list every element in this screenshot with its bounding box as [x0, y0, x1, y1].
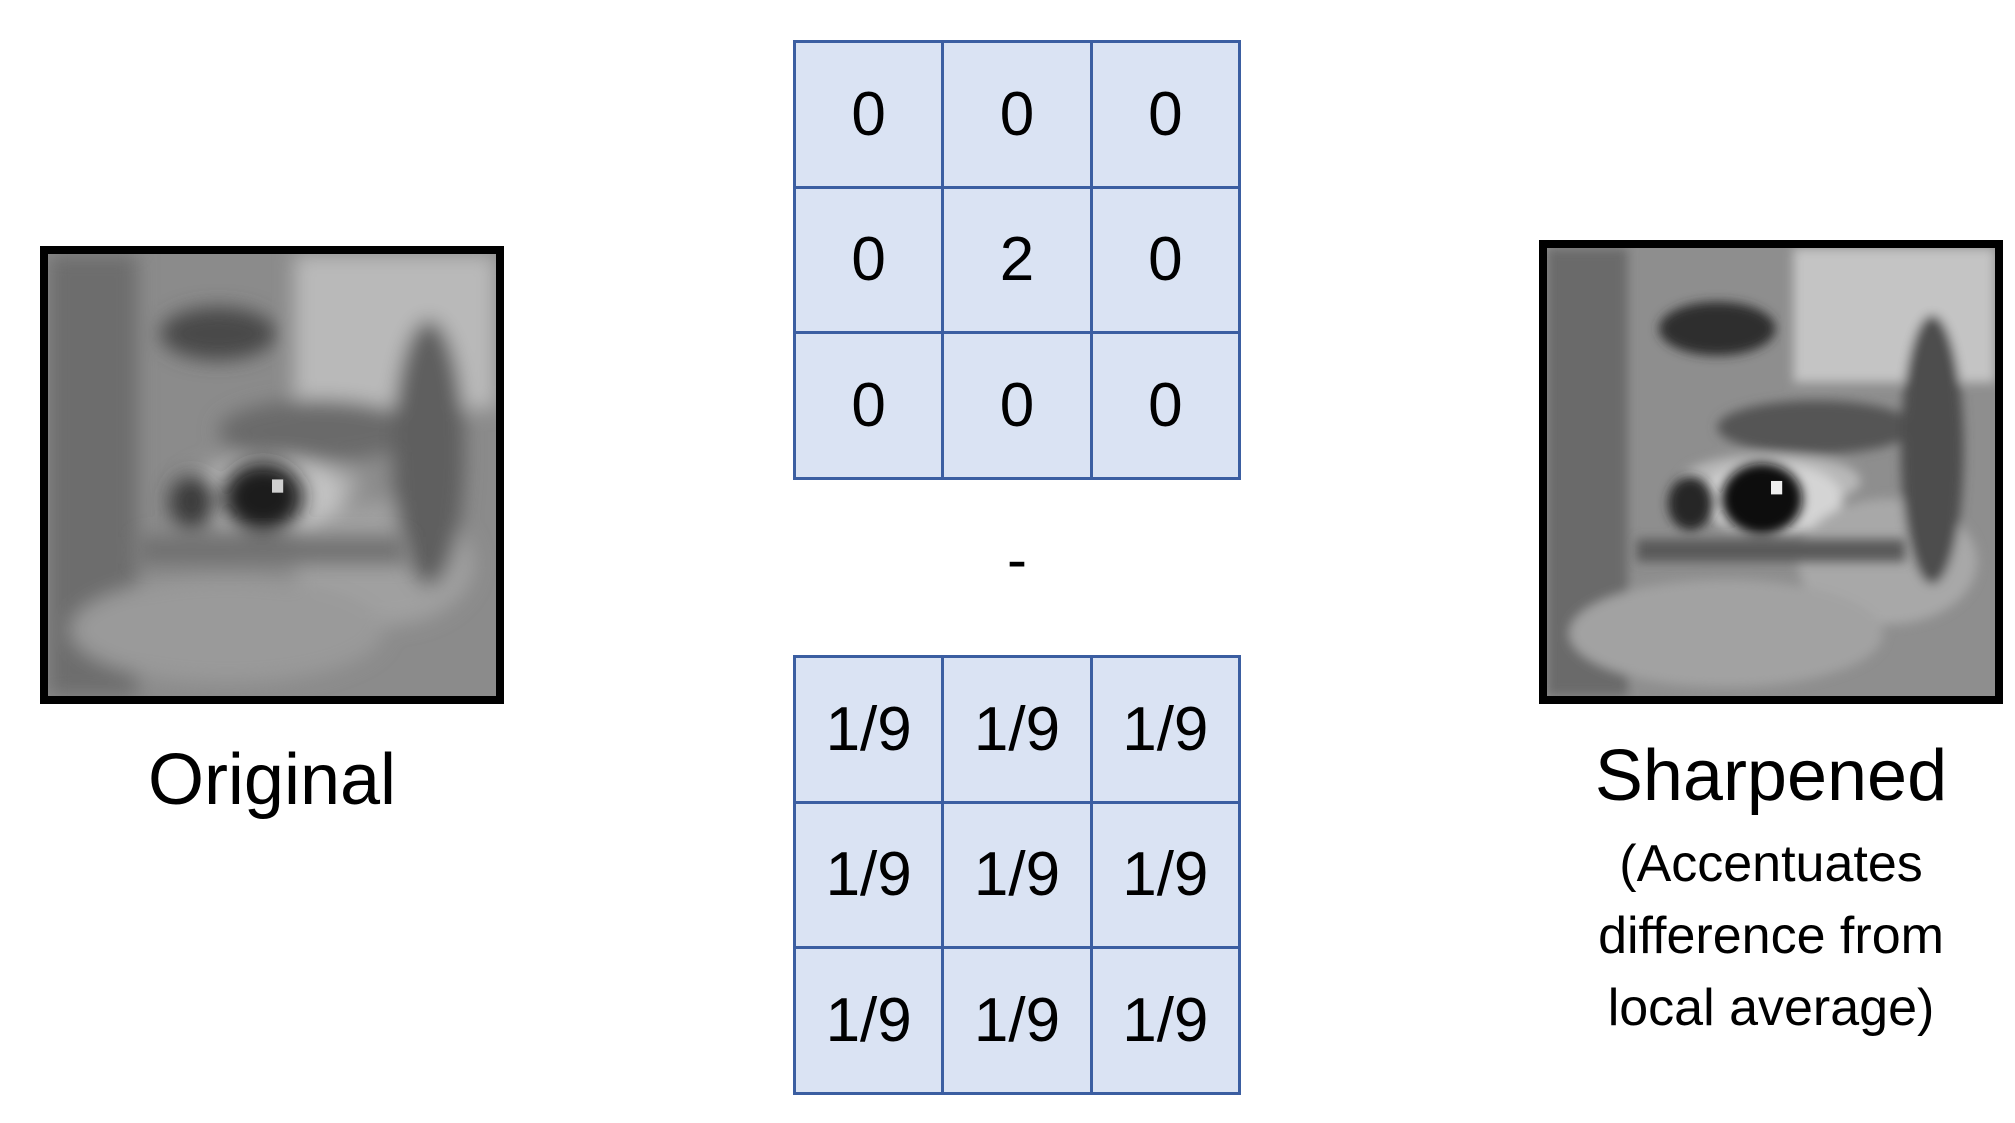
sharpened-eye-image: [1547, 248, 1995, 696]
kernel-cell: 0: [1092, 188, 1238, 332]
sharpened-description: (Accentuates difference from local avera…: [1500, 828, 2015, 1044]
minus-operator: -: [1007, 526, 1027, 593]
description-line: difference from: [1598, 907, 1944, 965]
sharpened-image: [1539, 240, 2003, 704]
kernel-cell: 2: [944, 188, 1090, 332]
kernel-cell: 1/9: [944, 949, 1090, 1092]
original-image: [40, 246, 504, 704]
kernel-cell: 0: [796, 188, 942, 332]
kernel-cell: 1/9: [1092, 803, 1238, 947]
kernel-cell: 0: [944, 43, 1090, 186]
sharpened-caption: Sharpened: [1594, 736, 1948, 816]
kernel-cell: 1/9: [944, 658, 1090, 801]
identity-kernel-grid: 0 0 0 0 2 0 0 0 0: [793, 40, 1241, 480]
description-line: local average): [1607, 979, 1935, 1037]
description-line: (Accentuates: [1619, 835, 1923, 893]
kernel-cell: 0: [944, 334, 1090, 477]
kernel-cell: 1/9: [944, 803, 1090, 947]
kernel-cell: 0: [1092, 334, 1238, 477]
kernel-cell: 0: [796, 334, 942, 477]
kernel-cell: 1/9: [1092, 658, 1238, 801]
kernel-cell: 1/9: [1092, 949, 1238, 1092]
kernel-cell: 1/9: [796, 803, 942, 947]
original-eye-image: [48, 254, 496, 696]
kernel-cell: 0: [1092, 43, 1238, 186]
box-blur-kernel-grid: 1/9 1/9 1/9 1/9 1/9 1/9 1/9 1/9 1/9: [793, 655, 1241, 1095]
original-caption: Original: [147, 740, 397, 820]
kernel-cell: 1/9: [796, 658, 942, 801]
kernel-cell: 1/9: [796, 949, 942, 1092]
kernel-cell: 0: [796, 43, 942, 186]
